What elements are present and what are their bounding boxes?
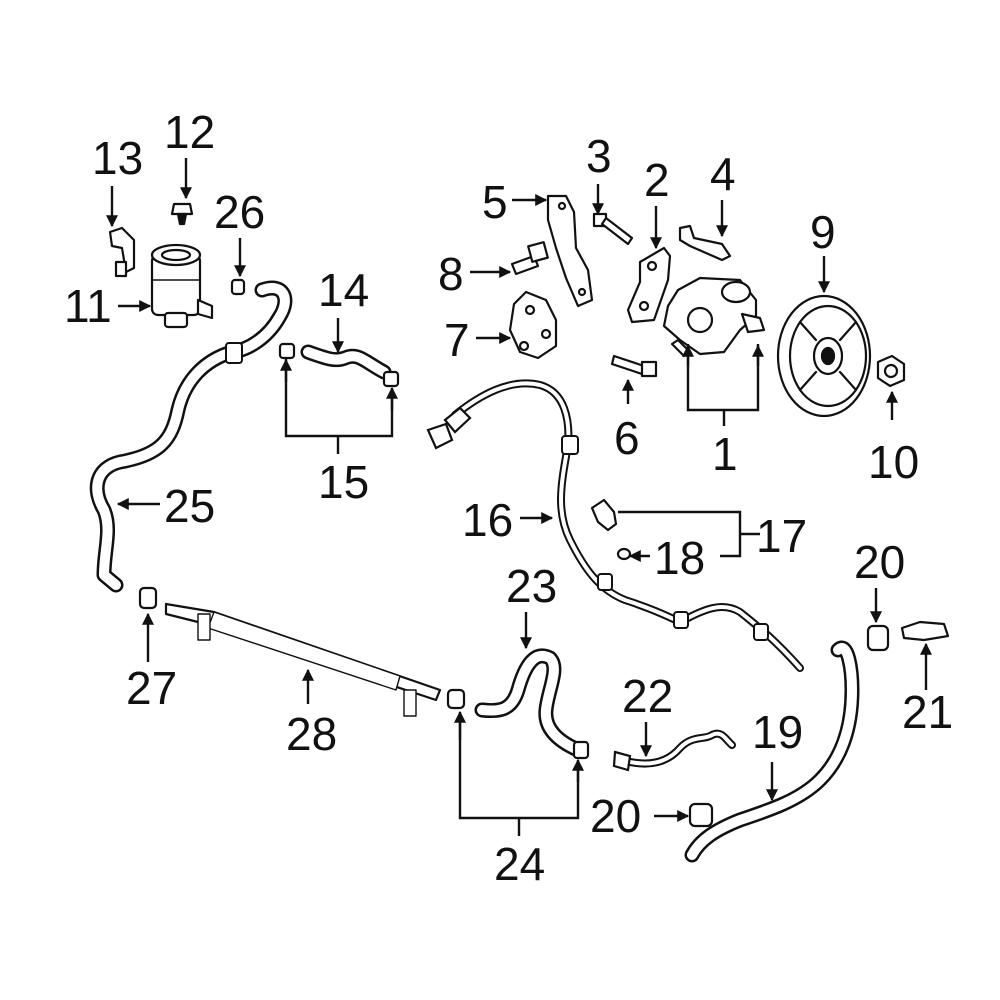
callout-15: 15 [318,456,369,508]
callout-2: 2 [644,154,670,206]
callout-20-lower: 20 [590,790,641,842]
callout-11: 11 [64,280,112,332]
cooler-28 [164,602,442,717]
callout-10: 10 [868,436,919,488]
reservoir-11 [150,243,214,329]
bracket-4 [678,224,732,262]
clamp-20a [866,624,890,652]
callout-20-upper: 20 [854,536,905,588]
pressure-line-16 [426,379,804,672]
callout-26: 26 [214,186,265,238]
callout-16: 16 [462,494,513,546]
callout-14: 14 [318,264,369,316]
callout-6: 6 [614,412,640,464]
hose-25 [89,280,293,593]
mount-7 [508,290,558,360]
callout-18: 18 [654,532,705,584]
callout-19: 19 [752,706,803,758]
callout-22: 22 [622,670,673,722]
callout-24: 24 [494,838,545,890]
o-ring-18 [616,547,632,561]
callout-13: 13 [92,132,143,184]
callout-17: 17 [756,510,807,562]
clamp-27 [138,586,158,610]
callout-8: 8 [438,248,464,300]
clamp-15a [278,342,296,360]
callout-4: 4 [710,148,736,200]
clamp-20b [688,802,714,828]
hose-19 [684,640,860,863]
hose-14 [300,344,392,380]
callout-27: 27 [126,662,177,714]
fitting-21 [900,620,950,642]
callout-23: 23 [506,560,557,612]
bolt-8 [510,241,549,276]
callout-3: 3 [586,130,612,182]
hose-23 [474,648,586,758]
callout-12: 12 [164,106,215,158]
bracket-2 [626,246,672,324]
clamp-15b [382,370,400,388]
leader-lines [106,158,932,836]
clamp-24a [446,688,466,710]
bracket-5 [546,194,594,308]
clamp-26 [230,278,246,296]
nut-10 [876,354,906,388]
pulley-9 [776,294,872,418]
callout-7: 7 [444,314,470,366]
callout-21: 21 [902,686,953,738]
power-steering-pump-1 [662,276,766,358]
clamp-24b [572,740,590,760]
callout-1: 1 [712,428,738,480]
callout-28: 28 [286,708,337,760]
clip-12 [170,202,194,226]
bracket-13 [108,226,136,278]
callout-9: 9 [810,206,836,258]
fitting-17 [590,498,618,532]
callout-25: 25 [164,480,215,532]
callout-5: 5 [482,176,508,228]
pipe-22 [612,729,736,772]
bolt-3 [592,212,634,246]
bolt-6 [610,354,658,378]
callout-labels: 13 12 26 11 14 15 25 27 28 5 3 2 4 8 7 9… [64,106,953,890]
